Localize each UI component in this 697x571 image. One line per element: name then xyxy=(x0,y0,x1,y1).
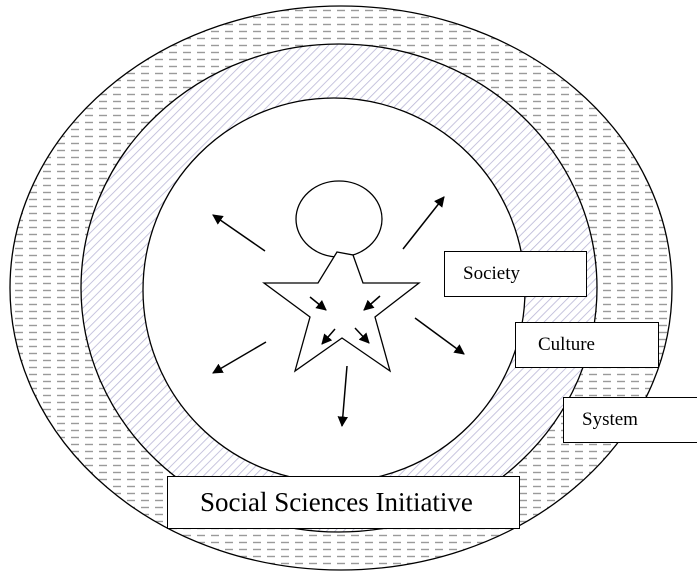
star-body xyxy=(262,251,421,373)
society-label: Society xyxy=(444,251,587,297)
culture-label: Culture xyxy=(515,322,659,368)
arrow-out-lower-left xyxy=(212,341,267,374)
arrow-in-1 xyxy=(309,296,327,311)
person-head xyxy=(295,180,383,258)
arrow-out-bottom xyxy=(337,365,349,428)
arrow-out-upper-right xyxy=(402,196,445,250)
arrow-in-4 xyxy=(354,327,370,344)
arrow-out-lower-right xyxy=(414,317,465,355)
arrow-in-2 xyxy=(363,295,381,311)
initiative-label: Social Sciences Initiative xyxy=(167,476,520,529)
arrow-out-upper-left xyxy=(212,214,266,252)
system-label: System xyxy=(563,397,697,443)
arrow-in-3 xyxy=(321,328,336,345)
